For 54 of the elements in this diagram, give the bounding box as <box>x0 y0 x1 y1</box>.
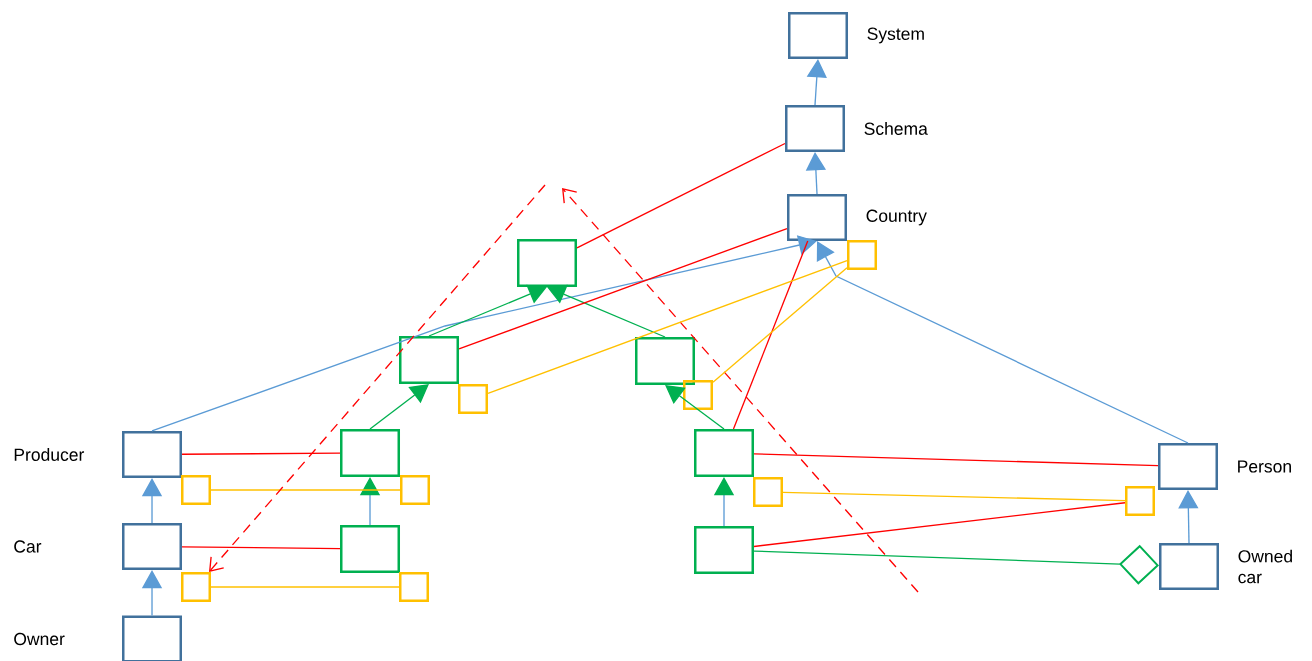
connector <box>816 241 1189 444</box>
connector <box>181 546 341 550</box>
small-box <box>458 384 488 414</box>
labeled-box: Producer <box>14 431 182 478</box>
node-label: Country <box>866 209 927 226</box>
box <box>694 526 754 574</box>
connector <box>210 586 400 588</box>
connector <box>782 491 1126 502</box>
labeled-box: System <box>788 12 924 59</box>
box <box>694 429 754 477</box>
labeled-box: Country <box>787 194 927 241</box>
connector <box>712 267 848 383</box>
small-box <box>399 572 429 602</box>
box <box>635 337 695 385</box>
node-label: Owned car <box>1238 549 1292 584</box>
small-box <box>400 475 430 505</box>
node-label: Schema <box>864 122 928 135</box>
connector <box>732 240 809 430</box>
connector <box>753 453 1159 467</box>
connector <box>665 385 725 430</box>
small-box <box>683 380 713 410</box>
labeled-box: Schema <box>785 105 928 152</box>
connector <box>487 259 848 395</box>
node-label: Producer <box>14 448 85 461</box>
connector <box>151 235 817 432</box>
small-box <box>181 475 211 505</box>
box <box>517 239 577 287</box>
node-label: System <box>867 27 924 44</box>
box <box>340 525 400 573</box>
connector <box>210 489 401 491</box>
connector <box>576 142 786 249</box>
small-box <box>1125 486 1155 516</box>
node-label: Person <box>1238 460 1291 473</box>
connector <box>181 452 341 455</box>
box <box>399 336 459 384</box>
connector <box>547 284 666 338</box>
node-label: Car <box>14 540 42 553</box>
labeled-box: Owned car <box>1159 543 1292 590</box>
connector <box>753 502 1126 548</box>
node-label: Owner <box>14 632 65 646</box>
connector <box>1178 490 1199 544</box>
labeled-box: Owner <box>14 615 182 661</box>
small-box <box>847 240 877 270</box>
labeled-box: Person <box>1158 443 1291 490</box>
box <box>340 429 400 477</box>
connector <box>458 227 788 350</box>
connector <box>369 384 429 430</box>
small-box <box>181 572 211 602</box>
connector <box>428 284 547 337</box>
connector <box>209 184 546 572</box>
labeled-box: Car <box>14 523 182 570</box>
connector <box>806 59 827 106</box>
small-box <box>753 477 783 507</box>
connector <box>753 544 1159 585</box>
